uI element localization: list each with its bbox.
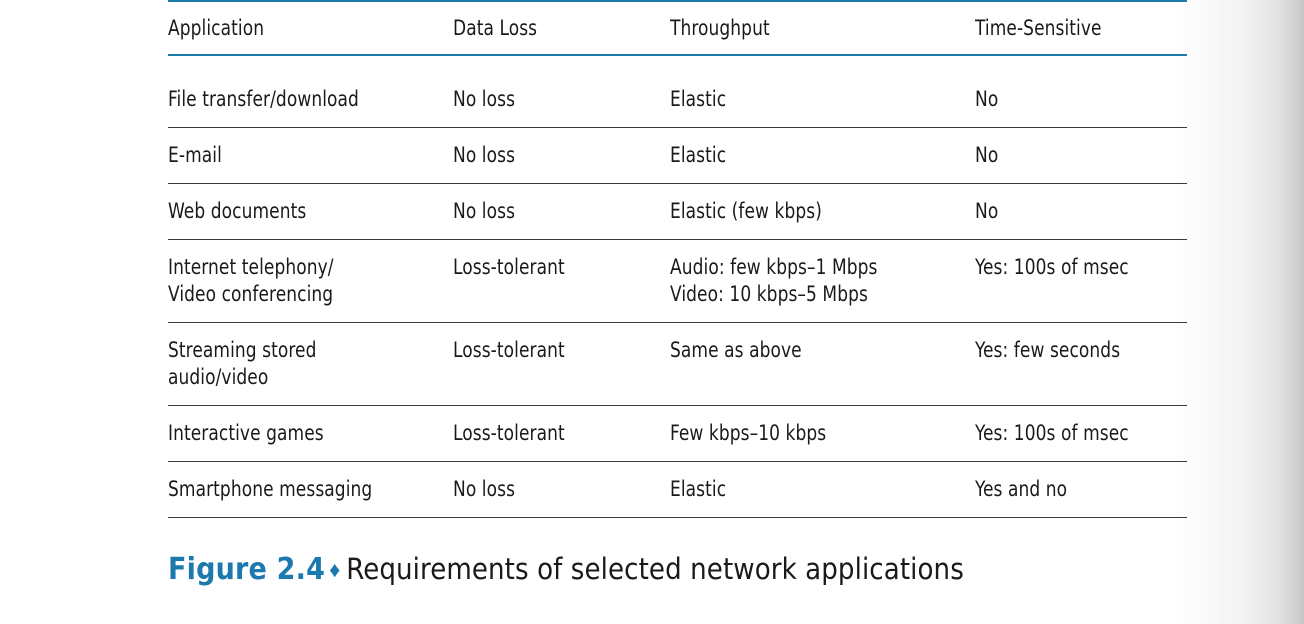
cell-time-sensitive: Yes: 100s of msec <box>975 405 1187 462</box>
table-row: Smartphone messaging No loss Elastic Yes… <box>168 461 1187 518</box>
table-row: Web documents No loss Elastic (few kbps)… <box>168 183 1187 240</box>
cell-data-loss: No loss <box>453 55 670 128</box>
cell-data-loss-text: No loss <box>453 143 516 168</box>
cell-data-loss-text: Loss-tolerant <box>453 338 565 363</box>
cell-time-sensitive-text: No <box>975 199 999 224</box>
cell-throughput-text: Elastic (few kbps) <box>670 199 822 224</box>
cell-data-loss-text: No loss <box>453 87 516 112</box>
cell-throughput-text: Elastic <box>670 143 727 168</box>
cell-data-loss: No loss <box>453 183 670 240</box>
table-row: Streaming stored audio/video Loss-tolera… <box>168 322 1187 406</box>
column-header-application: Application <box>168 0 453 56</box>
figure-caption: Figure 2.4♦Requirements of selected netw… <box>168 552 964 587</box>
cell-application-text: Web documents <box>168 199 307 224</box>
cell-application: Streaming stored audio/video <box>168 322 453 406</box>
figure-container: Application Data Loss Throughput Time-Se… <box>168 0 1187 518</box>
cell-throughput-text: Elastic <box>670 87 727 112</box>
cell-data-loss: Loss-tolerant <box>453 239 670 323</box>
cell-throughput: Few kbps–10 kbps <box>670 405 975 462</box>
column-header-data-loss-label: Data Loss <box>453 15 538 41</box>
cell-throughput: Audio: few kbps–1 Mbps Video: 10 kbps–5 … <box>670 239 975 323</box>
cell-application-text: Streaming stored audio/video <box>168 338 317 390</box>
cell-application: E-mail <box>168 127 453 184</box>
cell-throughput-text: Elastic <box>670 477 727 502</box>
table-body: File transfer/download No loss Elastic N… <box>168 55 1187 518</box>
diamond-icon: ♦ <box>329 557 341 582</box>
cell-application-text: Internet telephony/ Video conferencing <box>168 255 334 307</box>
cell-application: Internet telephony/ Video conferencing <box>168 239 453 323</box>
cell-application-text: File transfer/download <box>168 87 359 112</box>
table-row: File transfer/download No loss Elastic N… <box>168 55 1187 128</box>
column-header-throughput: Throughput <box>670 0 975 56</box>
cell-time-sensitive-text: Yes: few seconds <box>975 338 1121 363</box>
table-row: E-mail No loss Elastic No <box>168 127 1187 184</box>
cell-application: Web documents <box>168 183 453 240</box>
cell-time-sensitive: No <box>975 127 1187 184</box>
cell-application: File transfer/download <box>168 55 453 128</box>
cell-throughput-text: Few kbps–10 kbps <box>670 421 827 446</box>
cell-time-sensitive-text: Yes and no <box>975 477 1068 502</box>
cell-data-loss: Loss-tolerant <box>453 405 670 462</box>
cell-throughput-text: Same as above <box>670 338 802 363</box>
cell-data-loss-text: No loss <box>453 477 516 502</box>
cell-data-loss: No loss <box>453 461 670 518</box>
cell-application-text: Smartphone messaging <box>168 477 373 502</box>
cell-data-loss-text: Loss-tolerant <box>453 421 565 446</box>
cell-time-sensitive: No <box>975 55 1187 128</box>
column-header-application-label: Application <box>168 15 265 41</box>
column-header-time-sensitive-label: Time-Sensitive <box>975 15 1102 41</box>
cell-data-loss: No loss <box>453 127 670 184</box>
column-header-time-sensitive: Time-Sensitive <box>975 0 1187 56</box>
cell-throughput: Elastic <box>670 461 975 518</box>
cell-application-text: E-mail <box>168 143 222 168</box>
page-edge-shading <box>1174 0 1304 624</box>
cell-throughput: Elastic (few kbps) <box>670 183 975 240</box>
cell-application: Smartphone messaging <box>168 461 453 518</box>
cell-throughput-text: Audio: few kbps–1 Mbps Video: 10 kbps–5 … <box>670 255 878 307</box>
table-header: Application Data Loss Throughput Time-Se… <box>168 0 1187 56</box>
network-application-requirements-table: Application Data Loss Throughput Time-Se… <box>168 0 1187 518</box>
column-header-data-loss: Data Loss <box>453 0 670 56</box>
cell-data-loss: Loss-tolerant <box>453 322 670 406</box>
cell-application: Interactive games <box>168 405 453 462</box>
cell-data-loss-text: Loss-tolerant <box>453 255 565 280</box>
cell-time-sensitive-text: Yes: 100s of msec <box>975 421 1129 446</box>
figure-number-label: Figure 2.4 <box>168 552 326 587</box>
column-header-throughput-label: Throughput <box>670 15 770 41</box>
cell-time-sensitive: Yes and no <box>975 461 1187 518</box>
table-header-row: Application Data Loss Throughput Time-Se… <box>168 0 1187 56</box>
cell-data-loss-text: No loss <box>453 199 516 224</box>
table-row: Internet telephony/ Video conferencing L… <box>168 239 1187 323</box>
cell-application-text: Interactive games <box>168 421 324 446</box>
table-row: Interactive games Loss-tolerant Few kbps… <box>168 405 1187 462</box>
cell-throughput: Same as above <box>670 322 975 406</box>
cell-time-sensitive: Yes: 100s of msec <box>975 239 1187 323</box>
cell-time-sensitive-text: No <box>975 87 999 112</box>
cell-time-sensitive-text: Yes: 100s of msec <box>975 255 1129 280</box>
figure-caption-text: Requirements of selected network applica… <box>346 552 964 586</box>
cell-time-sensitive-text: No <box>975 143 999 168</box>
cell-throughput: Elastic <box>670 127 975 184</box>
cell-throughput: Elastic <box>670 55 975 128</box>
cell-time-sensitive: Yes: few seconds <box>975 322 1187 406</box>
cell-time-sensitive: No <box>975 183 1187 240</box>
